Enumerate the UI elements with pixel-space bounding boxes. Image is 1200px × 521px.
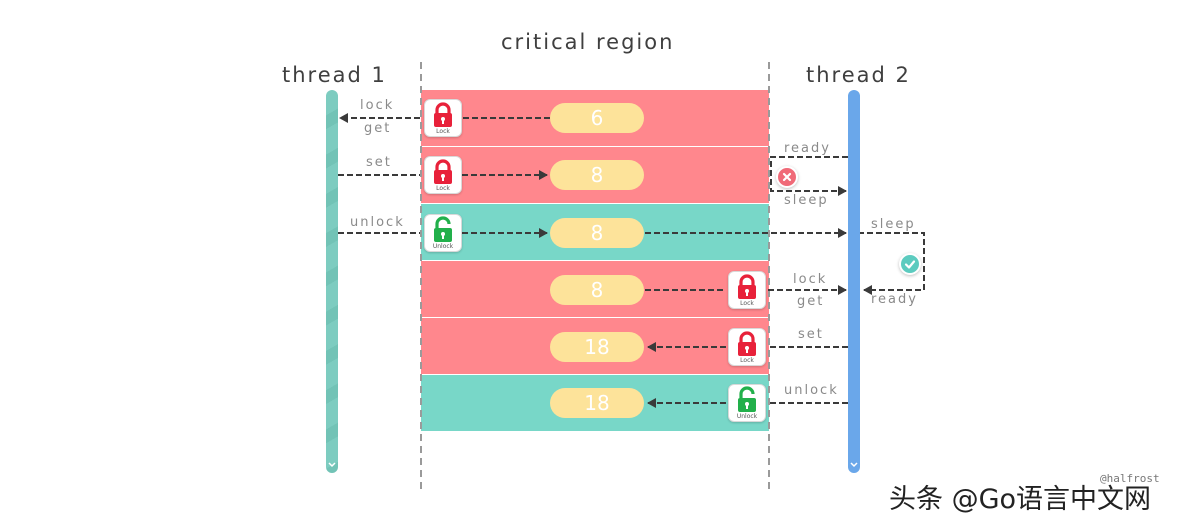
lock-icon: Lock	[728, 271, 766, 309]
brand-watermark: 头条 @Go语言中文网	[889, 484, 1152, 515]
arrow-thread2-sleep-wake-ready	[858, 232, 925, 295]
label-thread1-set: set	[366, 155, 392, 170]
label-thread2-ready: ready	[784, 141, 831, 156]
lock-icon: Lock	[424, 156, 462, 194]
label-thread2-unlock: unlock	[784, 383, 839, 398]
label-thread1-get: get	[364, 121, 392, 136]
label-thread2-lock: lock	[793, 272, 828, 287]
unlock-icon: Unlock	[424, 214, 462, 252]
critical-region-title: critical region	[501, 30, 675, 54]
value-pill-row-2: 8	[550, 160, 644, 190]
error-icon	[776, 166, 798, 188]
value-pill-row-5: 18	[550, 332, 644, 362]
value-pill-row-1: 6	[550, 103, 644, 133]
chevron-down-icon	[328, 462, 336, 468]
label-thread2-ready-2: ready	[871, 292, 918, 307]
label-thread2-set: set	[798, 327, 824, 342]
lock-icon: Lock	[424, 99, 462, 137]
label-thread1-unlock: unlock	[350, 215, 405, 230]
thread1-timeline	[326, 90, 338, 473]
label-thread2-get: get	[797, 294, 825, 309]
thread2-timeline	[848, 90, 860, 473]
check-icon	[899, 253, 921, 275]
thread1-title: thread 1	[282, 63, 387, 87]
thread2-title: thread 2	[806, 63, 911, 87]
unlock-icon: Unlock	[728, 384, 766, 422]
value-pill-row-6: 18	[550, 388, 644, 418]
value-pill-row-4: 8	[550, 275, 644, 305]
lock-icon: Lock	[728, 328, 766, 366]
value-pill-row-3: 8	[550, 218, 644, 248]
label-thread2-sleep: sleep	[784, 193, 829, 208]
chevron-down-icon	[850, 462, 858, 468]
author-credit: @halfrost	[1100, 472, 1160, 485]
label-thread2-sleep-2: sleep	[871, 217, 916, 232]
label-thread1-lock: lock	[360, 98, 395, 113]
arrow-thread2-ready-fail-sleep	[770, 156, 848, 196]
